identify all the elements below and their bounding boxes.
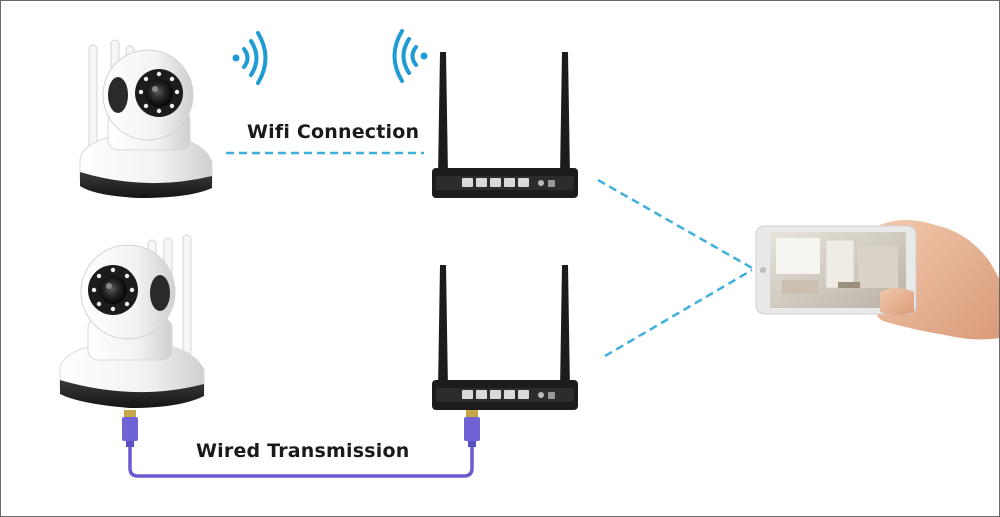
wifi-connection-label: Wifi Connection <box>247 121 420 143</box>
router-phone-link-bottom <box>604 268 753 358</box>
wired-transmission-label: Wired Transmission <box>196 440 410 462</box>
camera-bottom-icon <box>59 234 205 408</box>
camera-top-icon <box>79 39 213 198</box>
router-bottom-icon <box>432 265 578 410</box>
wifi-signal-right-icon <box>392 29 428 83</box>
ethernet-cable-icon <box>122 410 480 478</box>
smartphone-in-hand-icon <box>755 220 1000 340</box>
router-phone-link-top <box>597 178 753 270</box>
wifi-signal-left-icon <box>232 31 268 85</box>
router-top-icon <box>432 52 578 198</box>
rj45-plug-right <box>464 410 480 447</box>
wireless-links <box>226 151 753 358</box>
rj45-plug-left <box>122 410 138 447</box>
